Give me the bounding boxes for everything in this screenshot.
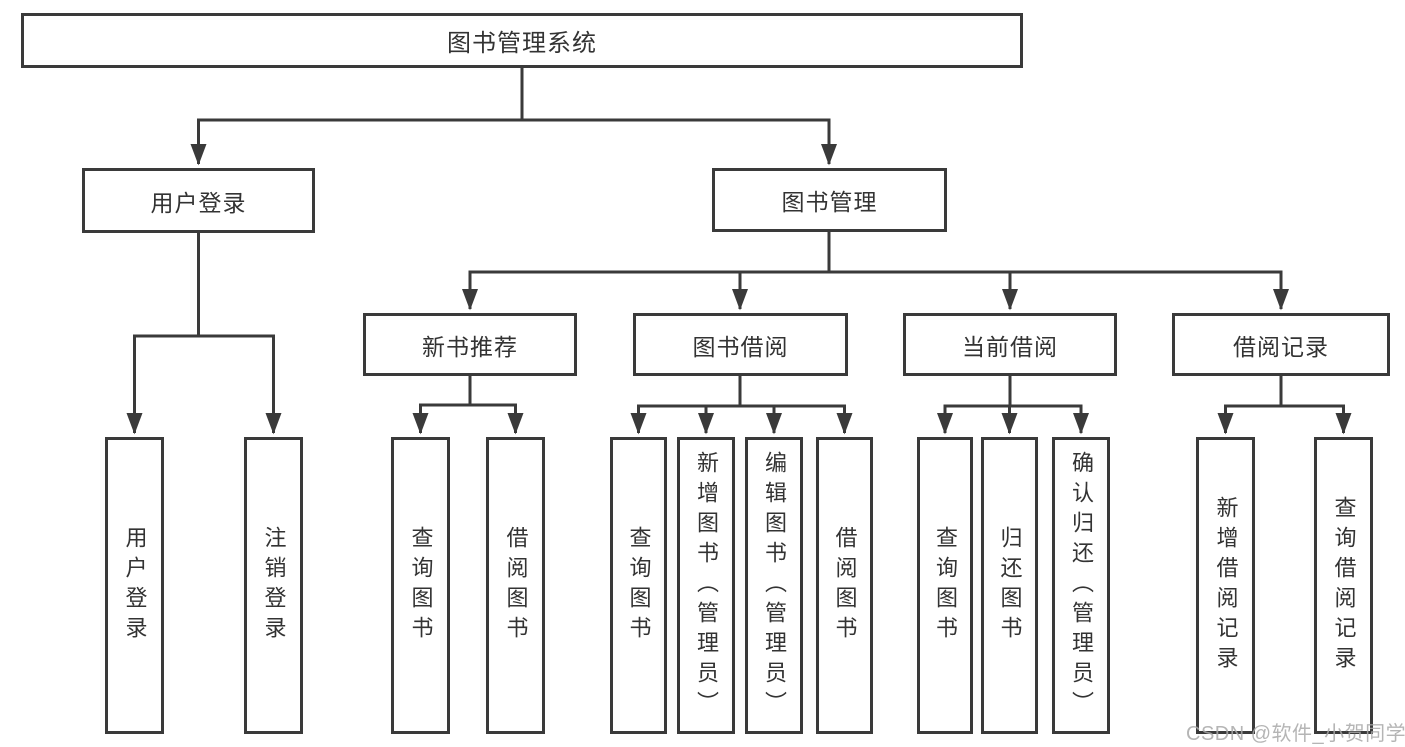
connector-book-borrow-to-query bbox=[630, 404, 740, 435]
node-leaf-confirm-return-admin-label: 确认归还（管理员） bbox=[1069, 450, 1094, 721]
node-leaf-add-books-admin-label: 新增图书（管理员） bbox=[694, 450, 719, 721]
node-leaf-edit-books-admin: 编辑图书（管理员） bbox=[745, 437, 803, 734]
connector-book-mgmt-to-book-borrow bbox=[731, 270, 829, 311]
node-borrowing-records: 借阅记录 bbox=[1172, 313, 1390, 376]
connector-user-login-to-leaf-login bbox=[126, 334, 199, 435]
connector-book-borrow-to-add bbox=[697, 404, 740, 435]
connector-current-borrow-to-query bbox=[936, 404, 1010, 435]
connector-new-books-to-borrow bbox=[470, 403, 524, 435]
node-leaf-add-borrow-record-label: 新增借阅记录 bbox=[1213, 495, 1239, 676]
node-leaf-newbooks-borrow-books: 借阅图书 bbox=[486, 437, 545, 734]
node-borrowing-records-label: 借阅记录 bbox=[1233, 333, 1329, 360]
connector-root-to-user-login bbox=[190, 118, 522, 166]
node-book-borrowing: 图书借阅 bbox=[633, 313, 848, 376]
node-leaf-add-borrow-record: 新增借阅记录 bbox=[1196, 437, 1255, 734]
connector-current-borrow-to-confirm bbox=[1010, 404, 1090, 435]
node-new-book-recommendation-label: 新书推荐 bbox=[422, 333, 518, 360]
node-user-login: 用户登录 bbox=[82, 168, 315, 233]
connector-book-mgmt-to-current-borrow bbox=[829, 270, 1019, 311]
node-leaf-return-books: 归还图书 bbox=[981, 437, 1038, 734]
connector-borrow-records-to-query bbox=[1281, 404, 1352, 435]
connector-borrow-records-to-add bbox=[1217, 404, 1281, 435]
connector-book-borrow-to-borrow bbox=[740, 404, 853, 435]
connector-current-borrow-to-return bbox=[1001, 404, 1018, 435]
node-leaf-edit-books-admin-label: 编辑图书（管理员） bbox=[762, 450, 787, 721]
connector-book-borrow-to-edit bbox=[740, 404, 783, 435]
connector-book-mgmt-to-new-books bbox=[461, 270, 829, 311]
node-book-borrowing-label: 图书借阅 bbox=[692, 333, 789, 360]
node-new-book-recommendation: 新书推荐 bbox=[363, 313, 577, 376]
node-leaf-borrow-books: 借阅图书 bbox=[816, 437, 873, 734]
node-leaf-borrow-query-books: 查询图书 bbox=[610, 437, 667, 734]
node-current-borrowing: 当前借阅 bbox=[903, 313, 1117, 376]
node-leaf-current-query-books-label: 查询图书 bbox=[933, 525, 958, 646]
connector-user-login-to-leaf-logout bbox=[198, 334, 282, 435]
node-leaf-add-books-admin: 新增图书（管理员） bbox=[677, 437, 735, 734]
node-book-management-label: 图书管理 bbox=[781, 189, 878, 215]
node-root-system-label: 图书管理系统 bbox=[447, 30, 597, 57]
connector-book-mgmt-to-borrow-records bbox=[829, 270, 1290, 311]
node-root-system: 图书管理系统 bbox=[21, 13, 1023, 68]
node-leaf-logout-label: 注销登录 bbox=[261, 525, 287, 646]
node-leaf-confirm-return-admin: 确认归还（管理员） bbox=[1052, 437, 1110, 734]
node-leaf-query-borrow-record: 查询借阅记录 bbox=[1314, 437, 1373, 734]
node-current-borrowing-label: 当前借阅 bbox=[962, 333, 1058, 360]
node-leaf-borrow-query-books-label: 查询图书 bbox=[626, 525, 652, 646]
node-leaf-query-borrow-record-label: 查询借阅记录 bbox=[1331, 495, 1357, 676]
node-book-management: 图书管理 bbox=[712, 168, 947, 232]
node-leaf-user-login: 用户登录 bbox=[105, 437, 164, 734]
node-leaf-newbooks-query-books: 查询图书 bbox=[391, 437, 450, 734]
node-leaf-current-query-books: 查询图书 bbox=[917, 437, 973, 734]
connector-root-to-book-mgmt bbox=[522, 118, 838, 166]
connector-new-books-to-query bbox=[412, 403, 470, 435]
node-user-login-label: 用户登录 bbox=[150, 189, 247, 216]
node-leaf-newbooks-borrow-books-label: 借阅图书 bbox=[503, 525, 529, 646]
csdn-watermark: CSDN @软件_小贺同学 bbox=[1186, 723, 1405, 745]
node-leaf-newbooks-query-books-label: 查询图书 bbox=[408, 525, 434, 646]
node-leaf-logout: 注销登录 bbox=[244, 437, 303, 734]
node-leaf-return-books-label: 归还图书 bbox=[997, 525, 1023, 646]
node-leaf-user-login-label: 用户登录 bbox=[122, 525, 148, 646]
node-leaf-borrow-books-label: 借阅图书 bbox=[832, 525, 858, 646]
